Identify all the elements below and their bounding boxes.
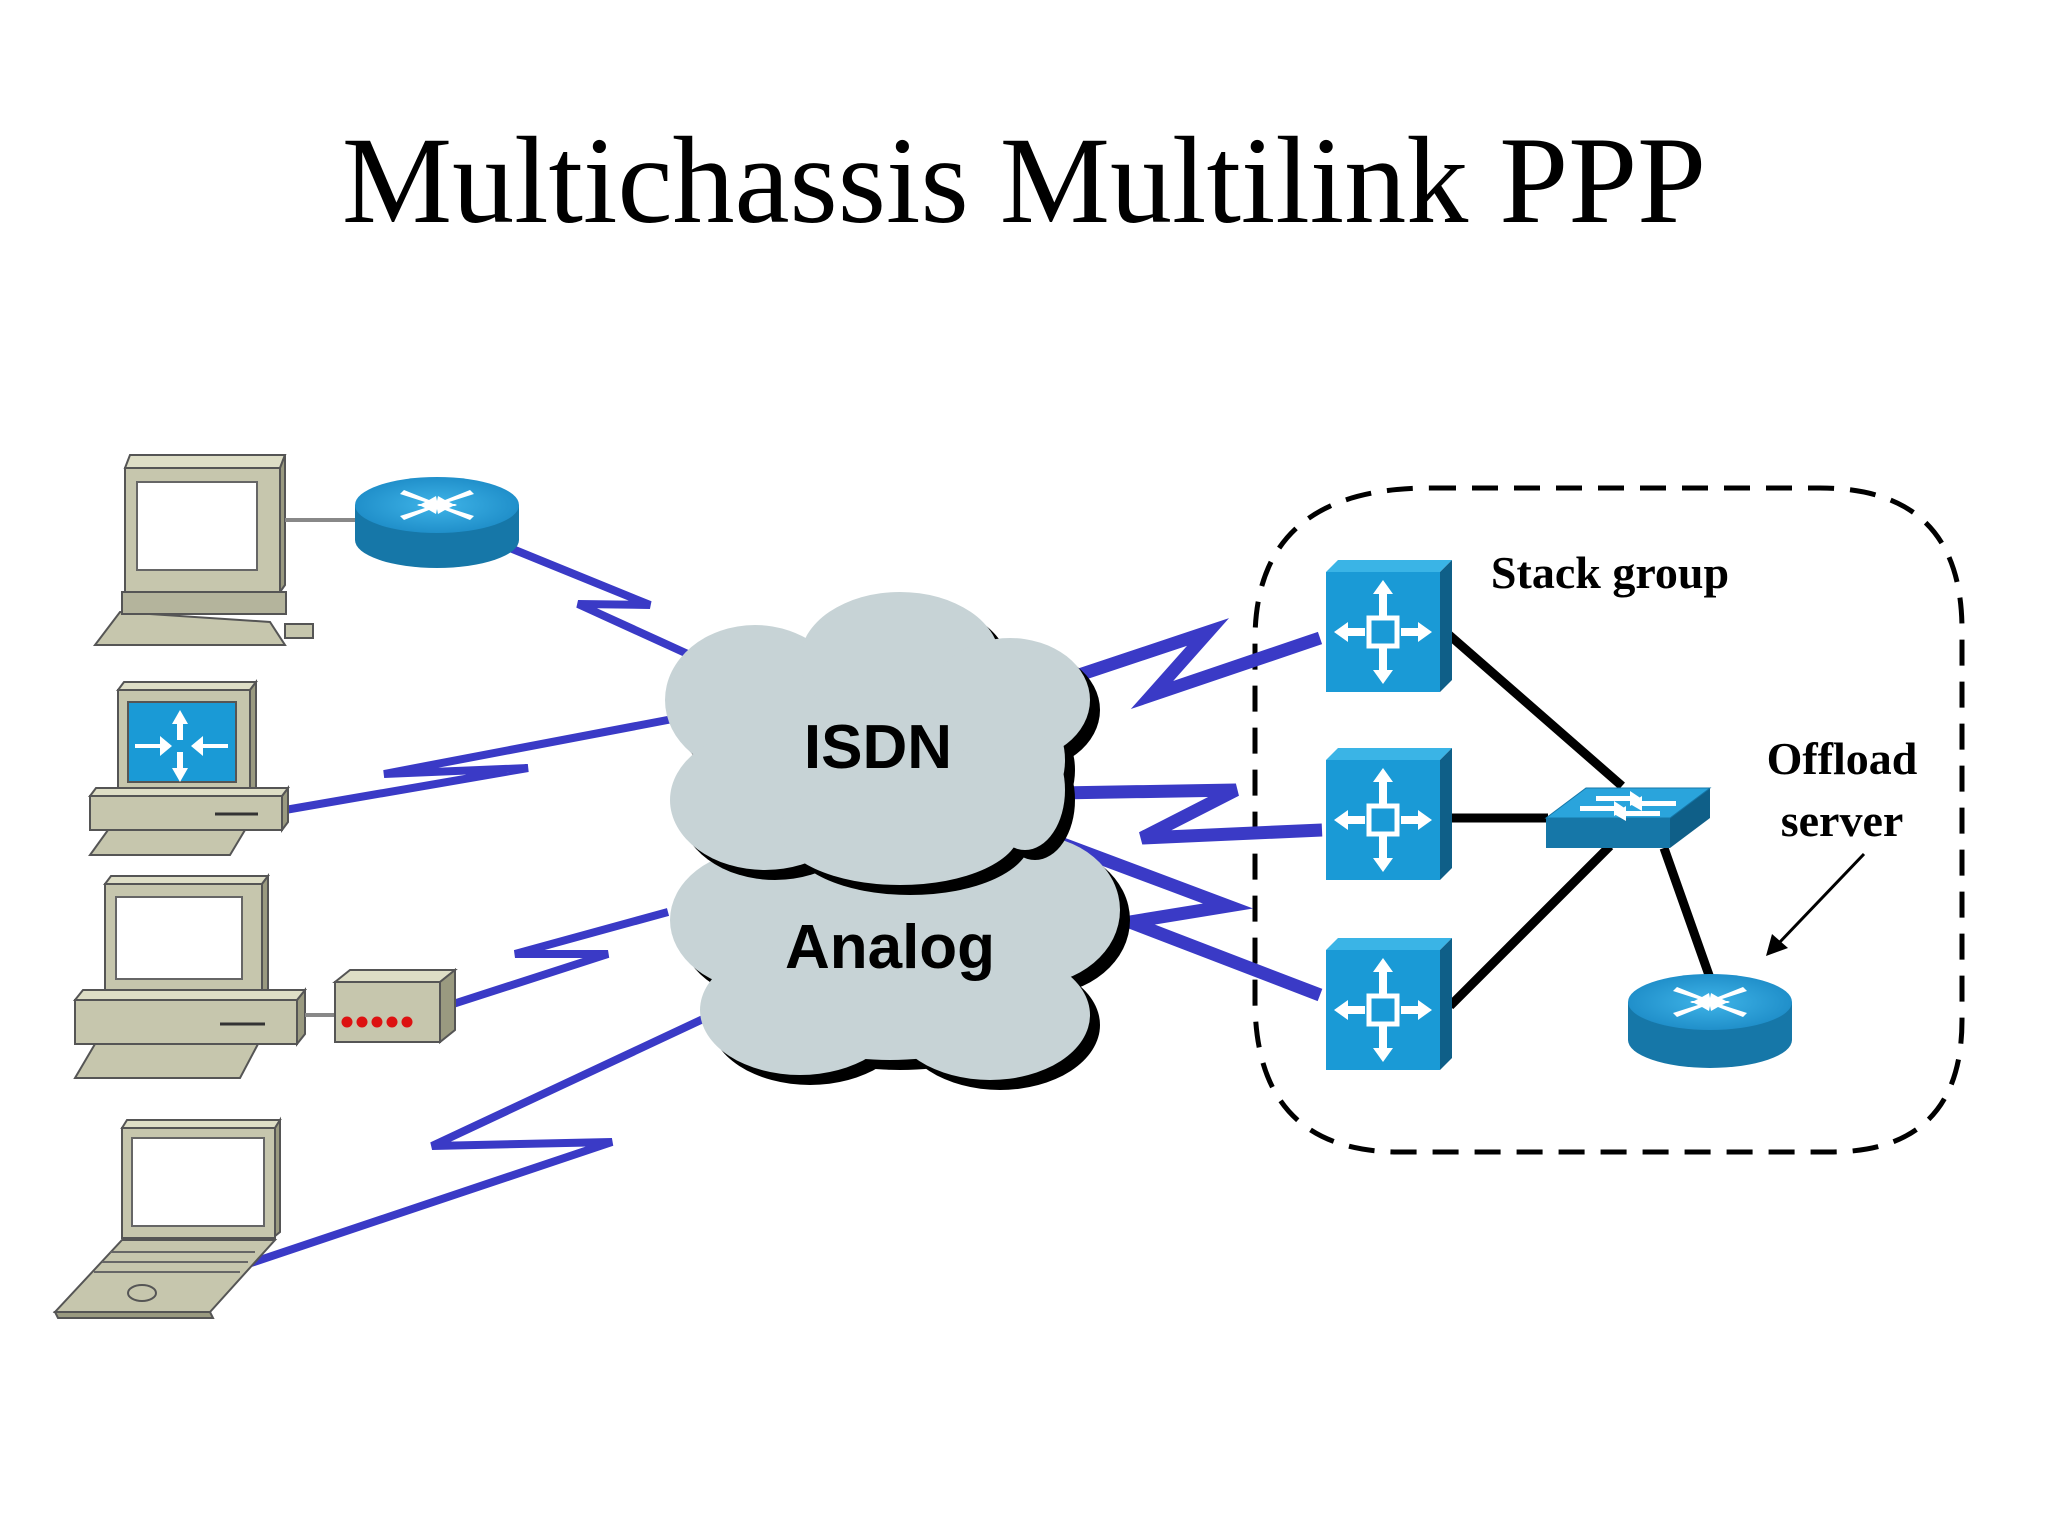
serial-links	[243, 544, 1323, 1269]
isdn-cloud: ISDN	[665, 592, 1100, 895]
link-router-to-isdn	[508, 544, 716, 670]
analog-label: Analog	[785, 913, 995, 982]
offload-pointer-arrow	[1766, 852, 1866, 956]
stack-group-label: Stack group	[1491, 547, 1729, 598]
page-title: Multichassis Multilink PPP	[341, 112, 1707, 249]
access-server-icon	[1326, 748, 1452, 880]
access-server-icon	[1326, 938, 1452, 1070]
switch-icon	[1544, 787, 1712, 848]
isdn-label: ISDN	[804, 713, 952, 782]
lan-links	[1445, 630, 1715, 1010]
access-server-icon	[1326, 560, 1452, 692]
link-laptop-to-analog	[243, 1008, 720, 1269]
link-router-pc-to-isdn	[284, 714, 679, 814]
offload-label-line2: server	[1781, 795, 1904, 846]
stack-group-boundary	[1252, 485, 1965, 1155]
modem-icon	[332, 967, 458, 1045]
link-isdn-to-access-server-1	[1055, 618, 1323, 710]
router-icon	[355, 477, 519, 568]
laptop-icon	[52, 1116, 282, 1319]
pc-icon	[92, 454, 355, 646]
access-servers	[1326, 560, 1452, 1070]
link-modem-to-analog	[448, 908, 670, 1009]
link-isdn-to-access-server-2	[1057, 783, 1323, 845]
offload-label-line1: Offload	[1767, 733, 1918, 784]
offload-router-icon	[1628, 974, 1792, 1068]
router-card-pc-icon	[88, 679, 290, 856]
link-analog-to-access-server-3	[1049, 833, 1323, 1002]
pc-with-modem-icon	[72, 873, 335, 1079]
